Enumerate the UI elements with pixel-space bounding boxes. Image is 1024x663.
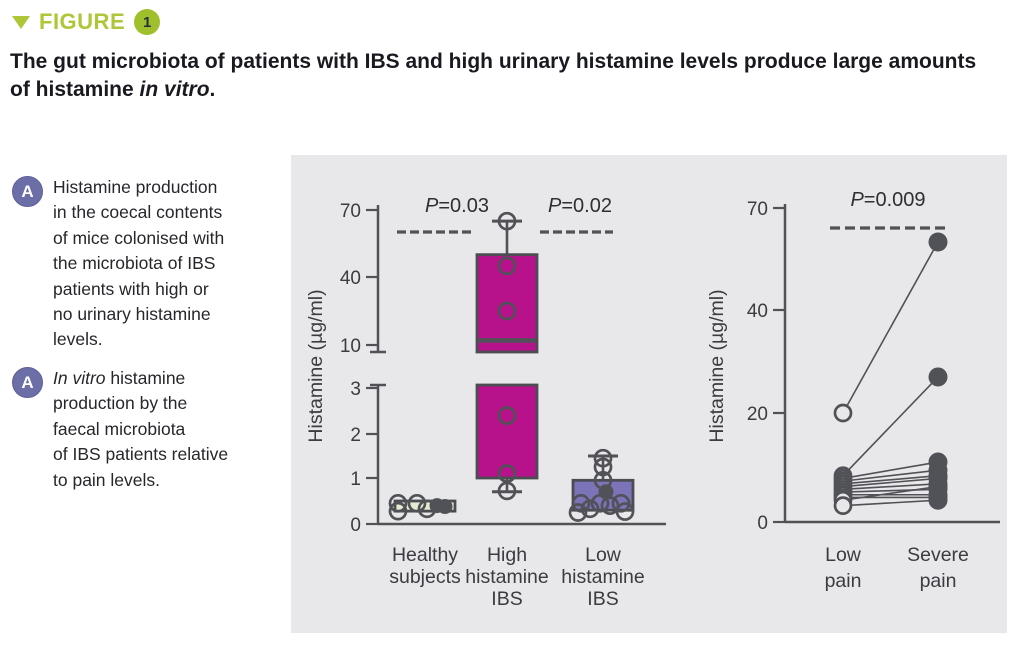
annotation-a-body: Histamine production in the coecal conte… [53,177,225,350]
y-tick-label: 20 [747,404,768,425]
annotation-panel-a: A Histamine production in the coecal con… [12,175,298,353]
category-label: subjects [389,566,461,588]
y-tick-label: 3 [350,379,361,400]
data-point-open [497,301,517,321]
y-tick-label: 70 [340,201,361,222]
pair-line [842,483,939,491]
category-label: histamine [561,566,644,588]
title-suffix: . [209,77,216,101]
pair-line [842,474,939,485]
pair-line [842,469,939,482]
pair-line [842,485,939,501]
collapse-triangle-icon[interactable] [12,15,30,29]
figure-header: FIGURE 1 [12,9,161,35]
pair-line [842,376,939,477]
title-italic: in vitro [139,77,210,101]
category-label: pain [825,570,862,592]
category-label: histamine [465,566,548,588]
pair-line [842,461,939,480]
data-point-filled [928,477,948,497]
pair-line [842,488,939,493]
pair-line [842,499,939,507]
data-point-filled [928,232,948,252]
category-label: Low [825,544,862,566]
data-point-filled [437,499,453,515]
data-point-open [580,499,600,519]
y-tick-label: 0 [350,515,361,536]
data-point-filled [928,367,948,387]
pair-line [842,241,939,414]
annotation-b-badge: A [12,367,43,398]
category-label: IBS [587,588,618,610]
y-tick-label: 1 [350,469,361,490]
p-value-label: P=0.03 [425,195,489,217]
data-point-open [497,256,517,276]
pair-line [842,477,939,488]
figure-number-badge: 1 [134,9,161,35]
annotation-a-text: Histamine production in the coecal conte… [53,175,298,353]
y-tick-label: 40 [340,268,361,289]
data-point-open [497,211,517,231]
category-label: Low [585,544,622,566]
data-point-open [590,493,610,513]
y-axis-label: Histamine (µg/ml) [305,289,327,442]
y-tick-label: 10 [340,336,361,357]
data-point-open [407,493,427,513]
figure-label: FIGURE [39,9,126,34]
data-point-open [593,457,613,477]
data-point-open [497,406,517,425]
y-tick-label: 40 [747,301,768,322]
data-point-filled [928,490,948,510]
p-value-label: P=0.02 [548,195,612,217]
annotation-b-italic-lead: In vitro [53,368,106,388]
category-label: IBS [491,588,522,610]
data-point-open [833,496,853,515]
annotation-a-badge: A [12,176,43,207]
y-tick-label: 2 [350,425,361,446]
y-axis-label: Histamine (µg/ml) [706,289,728,442]
data-point-open [388,493,408,513]
category-label: Severe [907,544,969,566]
data-point-open [593,448,613,468]
data-point-open [497,481,517,501]
y-tick-label: 70 [747,199,768,220]
annotation-b-body: histamine production by the faecal micro… [53,368,229,490]
data-point-open [388,501,408,521]
annotation-panel-b: A In vitro histamine production by the f… [12,366,298,493]
category-label: Healthy [392,544,458,566]
p-value-label: P=0.009 [850,189,925,211]
data-point-open [615,502,635,521]
data-point-open [568,503,588,522]
category-label: pain [920,570,957,592]
annotation-b-text: In vitro histamine production by the fae… [53,366,298,493]
figure-title: The gut microbiota of patients with IBS … [10,48,1000,103]
data-point-open [833,403,853,423]
box [475,383,539,480]
y-tick-label: 0 [757,513,768,534]
title-text: The gut microbiota of patients with IBS … [10,50,977,101]
category-label: High [487,544,527,566]
